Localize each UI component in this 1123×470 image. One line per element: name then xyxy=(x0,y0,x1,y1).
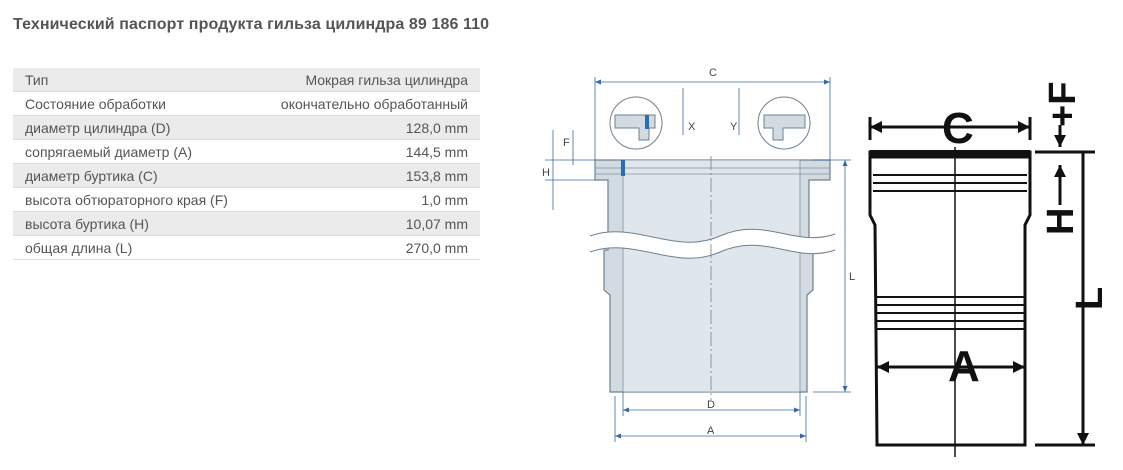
dimension-lines xyxy=(545,77,851,442)
dim-label-x: X xyxy=(688,121,696,133)
outline-label-f: +F xyxy=(1042,82,1084,127)
outline-label-l: L xyxy=(1069,287,1111,310)
spec-label: Состояние обработки xyxy=(13,91,255,116)
spec-row: сопрягаемый диаметр (A)144,5 mm xyxy=(13,139,480,164)
spec-label: диаметр цилиндра (D) xyxy=(13,115,255,140)
spec-label: высота обтюраторного края (F) xyxy=(13,187,255,212)
spec-value: окончательно обработанный xyxy=(254,91,480,116)
spec-label: Тип xyxy=(13,68,255,92)
liner-body xyxy=(589,156,836,400)
spec-value: 270,0 mm xyxy=(254,235,480,260)
spec-row: общая длина (L)270,0 mm xyxy=(13,235,480,260)
dim-label-f: F xyxy=(563,137,570,149)
outline-body xyxy=(868,147,1032,457)
spec-row: высота буртика (H)10,07 mm xyxy=(13,211,480,236)
spec-label: высота буртика (H) xyxy=(13,211,255,236)
detail-right xyxy=(757,96,811,150)
dim-label-d: D xyxy=(707,399,715,411)
collar-band xyxy=(870,150,1030,158)
spec-label: диаметр буртика (C) xyxy=(13,163,255,188)
spec-value: 10,07 mm xyxy=(254,211,480,236)
spec-value: 144,5 mm xyxy=(254,139,480,164)
liner-technical-drawing: C X Y F H L D A xyxy=(542,67,855,442)
detail-left xyxy=(609,96,663,150)
spec-label: общая длина (L) xyxy=(13,235,255,260)
spec-row: высота обтюраторного края (F)1,0 mm xyxy=(13,187,480,212)
dimension-arrows xyxy=(595,79,848,439)
liner-outline-drawing: C A H L +F xyxy=(868,82,1111,457)
outline-label-c: C xyxy=(942,104,974,153)
outline-label-a: A xyxy=(948,342,980,391)
dim-label-a: A xyxy=(707,425,715,437)
spec-value: 153,8 mm xyxy=(254,163,480,188)
page-title: Технический паспорт продукта гильза цили… xyxy=(13,16,490,33)
dim-label-h: H xyxy=(542,167,550,179)
dim-label-y: Y xyxy=(730,121,738,133)
outline-dimensions xyxy=(868,117,1095,447)
spec-row: диаметр буртика (C)153,8 mm xyxy=(13,163,480,188)
spec-row: диаметр цилиндра (D)128,0 mm xyxy=(13,115,480,140)
spec-label: сопрягаемый диаметр (A) xyxy=(13,139,255,164)
dim-label-l: L xyxy=(849,271,855,283)
spec-value: Мокрая гильза цилиндра xyxy=(254,68,480,92)
spec-value: 1,0 mm xyxy=(254,187,480,212)
dim-label-c: C xyxy=(709,67,717,79)
spec-value: 128,0 mm xyxy=(254,115,480,140)
outline-label-h: H xyxy=(1040,208,1082,235)
